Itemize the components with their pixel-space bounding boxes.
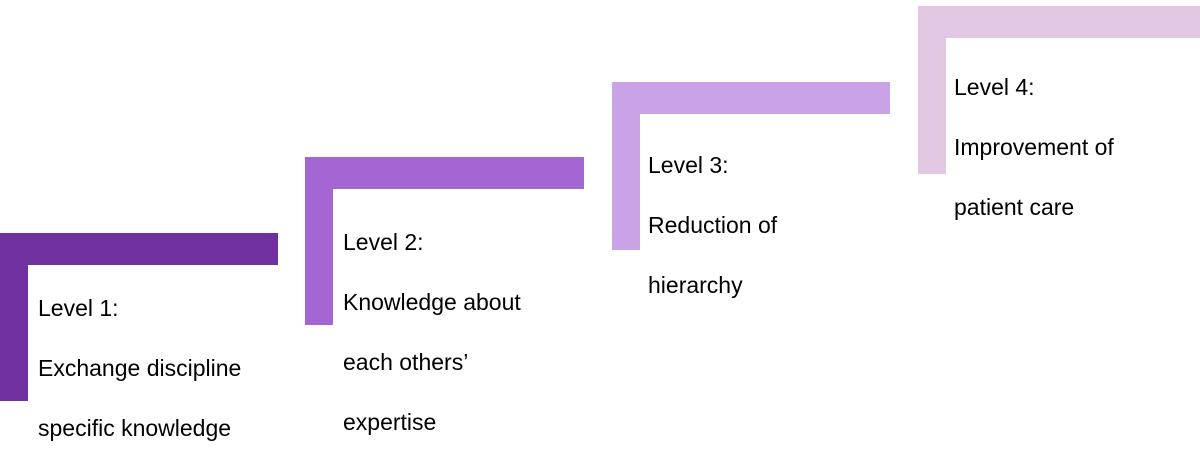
step-4-label: Level 4: Improvement of patient care (954, 42, 1194, 252)
step-4-riser (918, 6, 946, 174)
step-1-level: Level 1: (38, 295, 119, 321)
step-1-riser (0, 233, 28, 401)
step-1-tread (0, 233, 278, 265)
step-3-line-1: Reduction of (648, 212, 778, 238)
step-2-riser (305, 157, 333, 325)
step-2-line-1: Knowledge about (343, 289, 521, 315)
step-4-line-2: patient care (954, 194, 1075, 220)
step-level-1: Level 1: Exchange discipline specific kn… (0, 233, 278, 441)
step-level-3: Level 3: Reduction of hierarchy (612, 82, 890, 298)
step-3-riser (612, 82, 640, 250)
step-level-4: Level 4: Improvement of patient care (918, 6, 1200, 220)
step-4-line-1: Improvement of (954, 134, 1114, 160)
step-2-level: Level 2: (343, 229, 424, 255)
step-2-line-3: expertise (343, 409, 437, 435)
step-4-tread (918, 6, 1200, 38)
step-3-tread (612, 82, 890, 114)
step-1-label: Level 1: Exchange discipline specific kn… (38, 263, 298, 473)
step-2-line-2: each others’ (343, 349, 469, 375)
step-3-level: Level 3: (648, 152, 729, 178)
step-level-2: Level 2: Knowledge about each others’ ex… (305, 157, 584, 435)
step-1-line-2: specific knowledge (38, 415, 232, 441)
step-2-tread (305, 157, 584, 189)
step-3-label: Level 3: Reduction of hierarchy (648, 120, 888, 330)
step-4-level: Level 4: (954, 74, 1035, 100)
step-3-line-2: hierarchy (648, 272, 743, 298)
step-1-line-1: Exchange discipline (38, 355, 242, 381)
step-2-label: Level 2: Knowledge about each others’ ex… (343, 197, 593, 467)
